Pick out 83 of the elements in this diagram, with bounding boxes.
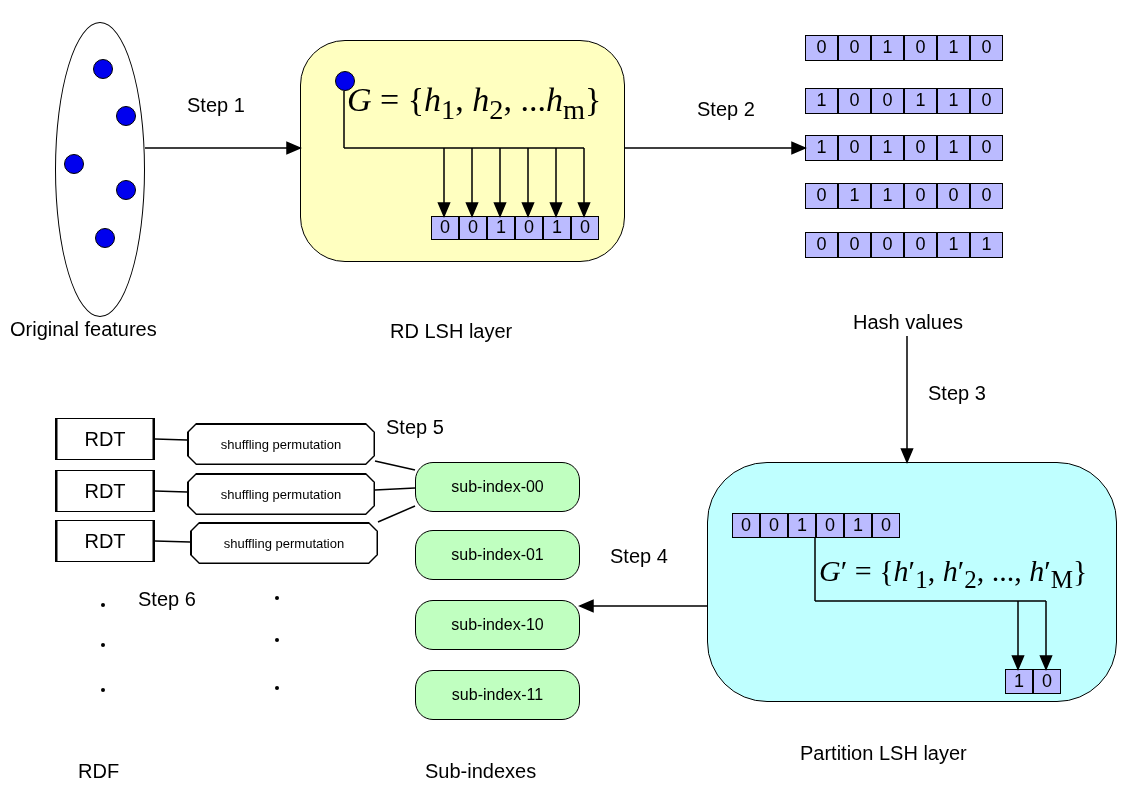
- node-label: RD LSH layer: [390, 320, 513, 343]
- bit-cell: 1: [844, 513, 872, 538]
- bit-cell: 0: [805, 232, 838, 258]
- dot-marker: [335, 71, 355, 91]
- rdt-box: RDT: [55, 418, 155, 460]
- group-caption: Sub-indexes: [425, 760, 537, 783]
- formula: G = {h$_{1}$, h$_{2}$, ...h$_{m}$}: [347, 81, 602, 126]
- bit-cell: 0: [871, 232, 904, 258]
- bit-cell: 0: [571, 216, 599, 240]
- bit-cell: 1: [838, 183, 871, 209]
- arrow: [144, 141, 301, 155]
- bit-cell: 0: [937, 183, 970, 209]
- arrow: [624, 141, 806, 155]
- formula: G′ = {h′$_{1}$, h′$_{2}$, ..., h′$_{M}$}: [819, 554, 1088, 594]
- arrow: [343, 90, 591, 217]
- arrow: [900, 335, 914, 463]
- bit-cell: 1: [970, 232, 1003, 258]
- bit-cell: 1: [937, 232, 970, 258]
- permutation-box: shuffling permutation: [187, 473, 375, 515]
- bit-cell: 1: [871, 183, 904, 209]
- bit-cell: 0: [904, 183, 937, 209]
- edge-label: Step 1: [187, 94, 245, 117]
- bit-cell: 0: [805, 35, 838, 61]
- bit-cell: 0: [459, 216, 487, 240]
- group-caption: Hash values: [828, 308, 988, 336]
- sub-index-box: sub-index-00: [415, 462, 580, 512]
- bit-cell: 0: [904, 135, 937, 161]
- bit-cell: 1: [805, 88, 838, 114]
- bit-cell: 0: [515, 216, 543, 240]
- bit-cell: 0: [838, 232, 871, 258]
- permutation-box: shuffling permutation: [190, 522, 378, 564]
- rdt-box: RDT: [55, 520, 155, 562]
- step-label: Step 5: [386, 416, 444, 439]
- arrow: [579, 599, 708, 613]
- rdt-box: RDT: [55, 470, 155, 512]
- bit-cell: 1: [937, 135, 970, 161]
- bit-cell: 0: [732, 513, 760, 538]
- bit-cell: 0: [872, 513, 900, 538]
- bit-cell: 0: [904, 232, 937, 258]
- bit-cell: 0: [970, 183, 1003, 209]
- sub-index-box: sub-index-10: [415, 600, 580, 650]
- arrow: [814, 537, 1053, 670]
- step-label: Step 6: [138, 588, 196, 611]
- bit-cell: 1: [937, 88, 970, 114]
- connector-line: [377, 505, 416, 523]
- bit-cell: 0: [970, 135, 1003, 161]
- node-label: Original features: [10, 318, 157, 341]
- bit-cell: 1: [487, 216, 515, 240]
- bit-cell: 1: [543, 216, 571, 240]
- sub-index-box: sub-index-01: [415, 530, 580, 580]
- bit-cell: 1: [1005, 669, 1033, 694]
- edge-label: Step 3: [928, 382, 986, 405]
- bit-cell: 1: [937, 35, 970, 61]
- connector-line: [154, 540, 191, 543]
- bit-cell: 1: [871, 135, 904, 161]
- edge-label: Step 2: [697, 98, 755, 121]
- bit-cell: 0: [871, 88, 904, 114]
- layer-panel: [300, 40, 625, 262]
- bit-cell: 1: [871, 35, 904, 61]
- layer-panel: [707, 462, 1117, 702]
- bit-cell: 0: [838, 35, 871, 61]
- node-label: Partition LSH layer: [800, 742, 967, 765]
- bit-cell: 0: [970, 88, 1003, 114]
- bit-cell: 0: [816, 513, 844, 538]
- bit-cell: 1: [788, 513, 816, 538]
- connector-line: [154, 438, 188, 441]
- sub-index-box: sub-index-11: [415, 670, 580, 720]
- bit-cell: 0: [760, 513, 788, 538]
- bit-cell: 0: [838, 88, 871, 114]
- bit-cell: 0: [838, 135, 871, 161]
- bit-cell: 0: [431, 216, 459, 240]
- bit-cell: 0: [1033, 669, 1061, 694]
- permutation-box: shuffling permutation: [187, 423, 375, 465]
- connector-line: [154, 490, 188, 493]
- bit-cell: 0: [904, 35, 937, 61]
- edge-label: Step 4: [610, 545, 668, 568]
- step-label: RDF: [78, 760, 120, 783]
- bit-cell: 0: [805, 183, 838, 209]
- bit-cell: 1: [904, 88, 937, 114]
- bit-cell: 0: [970, 35, 1003, 61]
- bit-cell: 1: [805, 135, 838, 161]
- connector-line: [374, 487, 416, 491]
- connector-line: [374, 460, 416, 471]
